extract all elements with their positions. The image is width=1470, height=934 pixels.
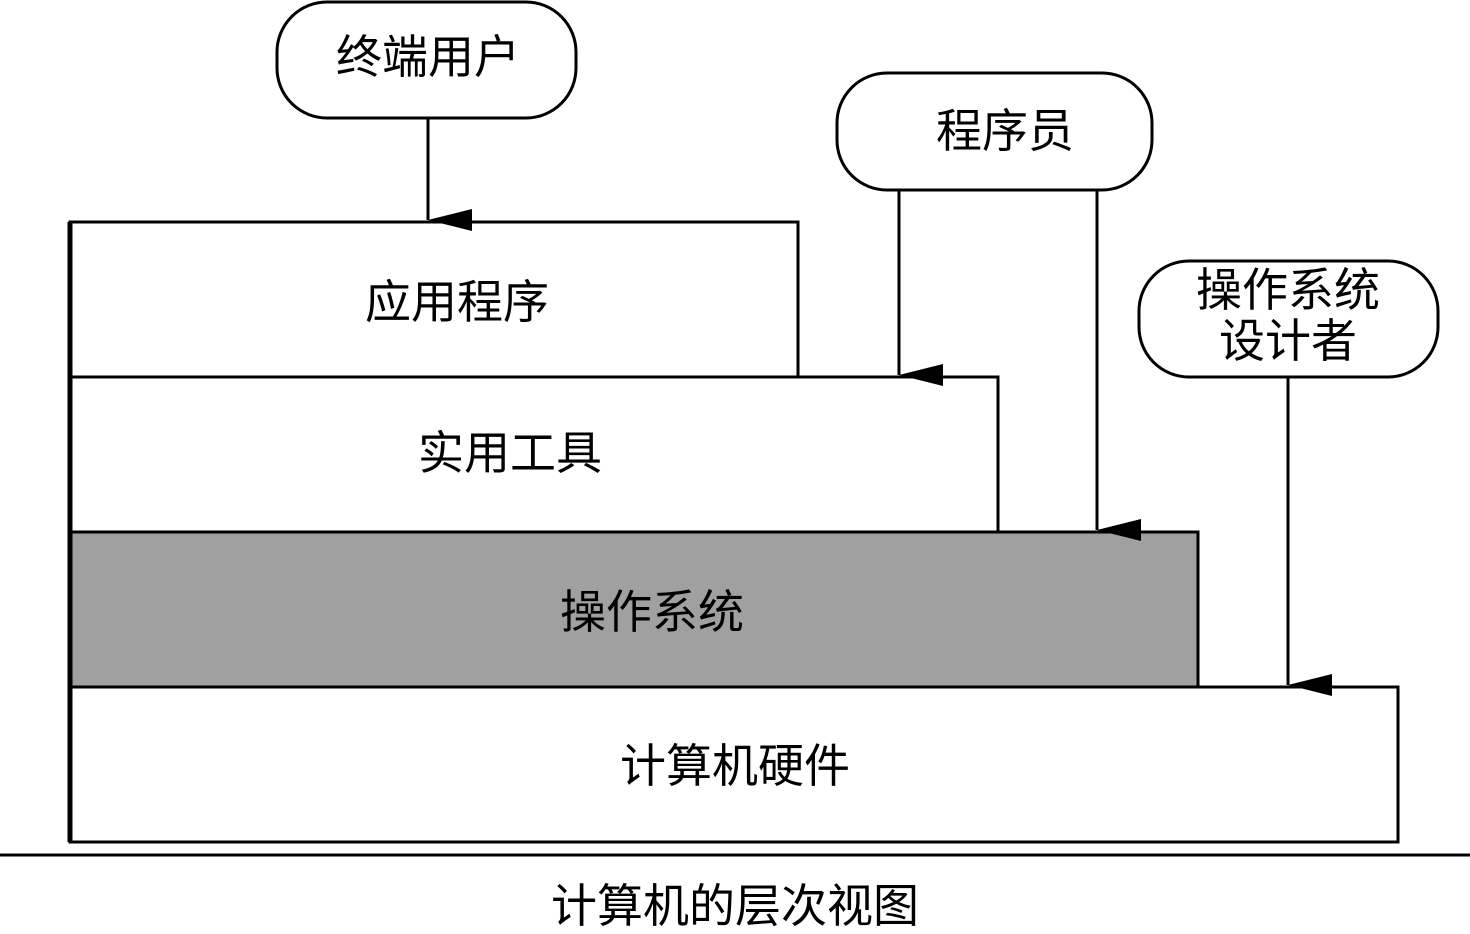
actor-os-designer: 操作系统 设计者 <box>1137 259 1440 379</box>
layer-operating-system: 操作系统 <box>68 530 1200 689</box>
actor-programmer: 程序员 <box>835 71 1154 192</box>
diagram-caption: 计算机的层次视图 <box>551 879 919 929</box>
layer-hardware-label: 计算机硬件 <box>620 739 850 793</box>
layer-hardware: 计算机硬件 <box>68 685 1400 844</box>
actor-os-designer-label-line1: 操作系统 <box>1196 263 1380 317</box>
layer-operating-system-label: 操作系统 <box>560 585 744 639</box>
layer-hardware-box <box>68 685 1400 844</box>
layer-applications-box <box>68 220 800 379</box>
actor-os-designer-label-line2: 设计者 <box>1219 314 1357 368</box>
actor-programmer-box <box>835 71 1154 192</box>
layer-operating-system-box <box>68 530 1200 689</box>
actor-end-user-label: 终端用户 <box>336 30 520 84</box>
actor-end-user: 终端用户 <box>275 0 578 120</box>
layer-utilities: 实用工具 <box>68 375 1000 534</box>
layer-utilities-label: 实用工具 <box>418 426 602 480</box>
layer-utilities-box <box>68 375 1000 534</box>
actor-programmer-label: 程序员 <box>936 104 1074 158</box>
layer-applications: 应用程序 <box>68 220 800 379</box>
layer-applications-label: 应用程序 <box>365 275 549 329</box>
